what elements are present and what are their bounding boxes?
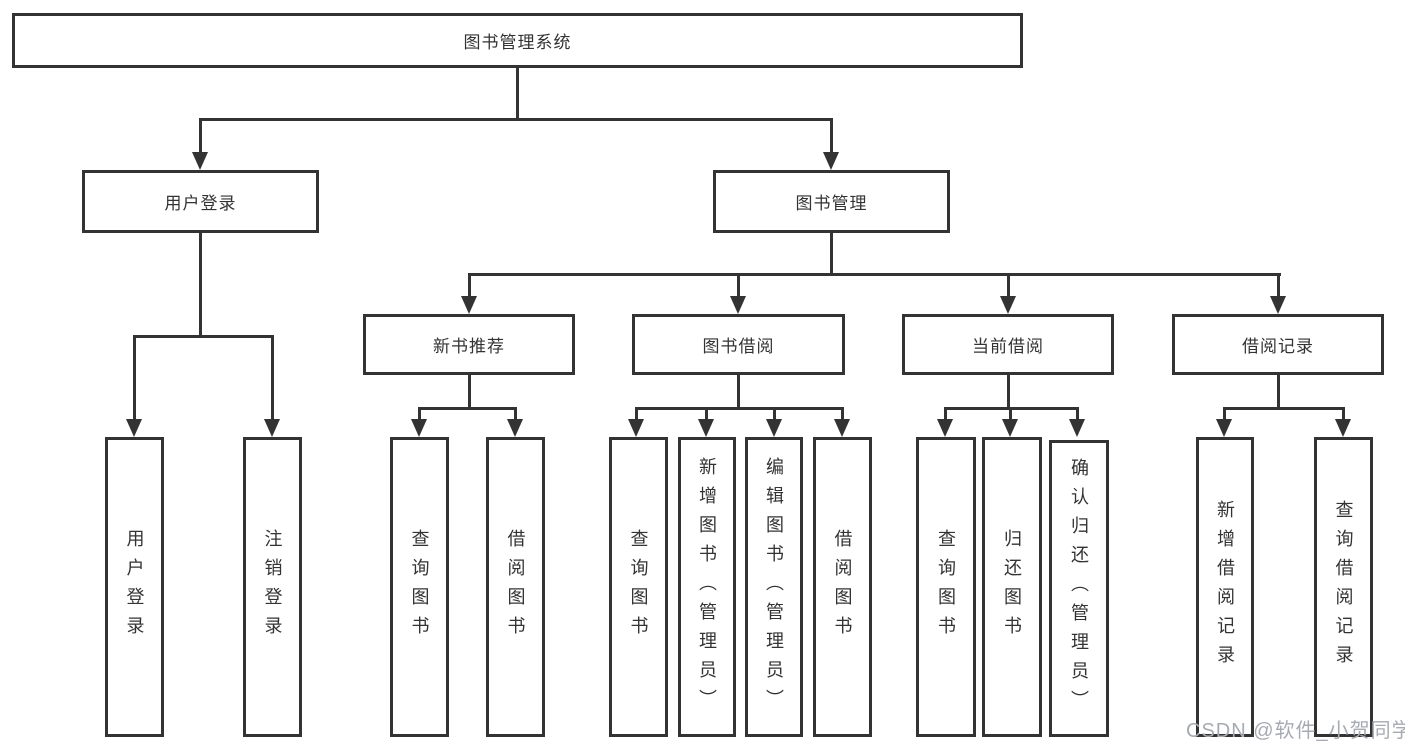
node-bb-add: 新增图书（管理员） — [678, 437, 736, 737]
connector-drop-borrow-records — [1277, 273, 1280, 297]
connector-new-books-stem — [468, 374, 471, 407]
connector-drop-book-borrow — [737, 273, 740, 297]
node-bb-borrow-label: 借阅图书 — [832, 529, 853, 645]
csdn-watermark: CSDN @软件_小贺同学 — [1186, 720, 1405, 742]
arrowhead-current-borrow — [1000, 296, 1016, 314]
connector-book-mgmt-stem — [830, 233, 833, 273]
connector-book-borrow-rail — [635, 407, 844, 410]
connector-drop-cb-query — [944, 407, 947, 421]
connector-user-login-stem — [199, 233, 202, 335]
node-bb-query-label: 查询图书 — [628, 529, 649, 645]
arrowhead-cb-confirm — [1069, 419, 1085, 437]
node-current-borrow-label: 当前借阅 — [972, 337, 1044, 356]
arrowhead-br-add — [1216, 419, 1232, 437]
node-nb-query-label: 查询图书 — [409, 529, 430, 645]
node-br-query: 查询借阅记录 — [1314, 437, 1373, 737]
node-logout-label: 注销登录 — [262, 529, 283, 645]
node-root: 图书管理系统 — [12, 13, 1023, 68]
connector-drop-book-mgmt — [830, 118, 833, 154]
connector-drop-cb-confirm — [1076, 407, 1079, 421]
node-book-borrow-label: 图书借阅 — [702, 337, 775, 356]
node-bb-query: 查询图书 — [609, 437, 668, 737]
connector-book-mgmt-rail — [468, 273, 1281, 276]
node-new-books: 新书推荐 — [363, 314, 575, 375]
node-new-books-label: 新书推荐 — [433, 337, 505, 356]
node-br-add-label: 新增借阅记录 — [1215, 500, 1235, 674]
arrowhead-bb-edit — [766, 419, 782, 437]
node-borrow-records-label: 借阅记录 — [1242, 337, 1314, 356]
connector-drop-bb-borrow — [841, 407, 844, 421]
connector-drop-br-add — [1223, 407, 1226, 421]
node-book-mgmt: 图书管理 — [713, 170, 950, 233]
node-borrow-records: 借阅记录 — [1172, 314, 1384, 375]
node-bb-edit: 编辑图书（管理员） — [745, 437, 803, 737]
connector-drop-nb-query — [418, 407, 421, 421]
connector-root-rail — [199, 118, 833, 121]
arrowhead-nb-borrow — [507, 419, 523, 437]
node-user-login: 用户登录 — [82, 170, 319, 233]
connector-drop-br-query — [1342, 407, 1345, 421]
node-current-borrow: 当前借阅 — [902, 314, 1114, 375]
node-login-user: 用户登录 — [105, 437, 164, 737]
node-book-mgmt-label: 图书管理 — [795, 194, 868, 213]
connector-drop-bb-add — [705, 407, 708, 421]
node-bb-edit-label: 编辑图书（管理员） — [764, 456, 784, 718]
connector-drop-bb-query — [635, 407, 638, 421]
connector-drop-cb-return — [1009, 407, 1012, 421]
arrowhead-nb-query — [411, 419, 427, 437]
arrowhead-new-books — [461, 296, 477, 314]
connector-current-borrow-stem — [1007, 374, 1010, 407]
connector-drop-login-user — [133, 335, 136, 421]
arrowhead-logout — [264, 419, 280, 437]
arrowhead-br-query — [1335, 419, 1351, 437]
node-cb-query-label: 查询图书 — [936, 529, 956, 645]
arrowhead-bb-borrow — [834, 419, 850, 437]
arrowhead-borrow-records — [1270, 296, 1286, 314]
node-cb-confirm: 确认归还（管理员） — [1049, 440, 1109, 737]
connector-book-borrow-stem — [737, 374, 740, 407]
node-root-label: 图书管理系统 — [463, 33, 572, 52]
arrowhead-cb-query — [937, 419, 953, 437]
arrowhead-book-borrow — [730, 296, 746, 314]
arrowhead-book-mgmt — [823, 152, 839, 170]
connector-drop-bb-edit — [773, 407, 776, 421]
arrowhead-bb-add — [698, 419, 714, 437]
node-br-query-label: 查询借阅记录 — [1333, 500, 1354, 674]
node-book-borrow: 图书借阅 — [632, 314, 845, 375]
node-cb-confirm-label: 确认归还（管理员） — [1069, 458, 1089, 719]
connector-drop-logout — [271, 335, 274, 421]
node-user-login-label: 用户登录 — [164, 194, 237, 213]
connector-root-stem — [516, 68, 519, 118]
node-cb-query: 查询图书 — [916, 437, 976, 737]
node-bb-add-label: 新增图书（管理员） — [697, 456, 717, 718]
connector-borrow-records-rail — [1223, 407, 1344, 410]
arrowhead-cb-return — [1002, 419, 1018, 437]
node-nb-borrow: 借阅图书 — [486, 437, 545, 737]
node-login-user-label: 用户登录 — [124, 529, 145, 645]
connector-drop-current-borrow — [1007, 273, 1010, 297]
arrowhead-bb-query — [628, 419, 644, 437]
connector-drop-user-login — [199, 118, 202, 154]
node-cb-return: 归还图书 — [982, 437, 1042, 737]
connector-new-books-rail — [418, 407, 517, 410]
connector-user-login-rail — [133, 335, 274, 338]
connector-borrow-records-stem — [1277, 374, 1280, 407]
node-br-add: 新增借阅记录 — [1196, 437, 1254, 737]
node-nb-borrow-label: 借阅图书 — [505, 529, 526, 645]
connector-drop-nb-borrow — [514, 407, 517, 421]
arrowhead-user-login — [192, 152, 208, 170]
connector-drop-new-books — [468, 273, 471, 297]
node-nb-query: 查询图书 — [390, 437, 449, 737]
node-cb-return-label: 归还图书 — [1002, 529, 1022, 645]
node-logout: 注销登录 — [243, 437, 302, 737]
node-bb-borrow: 借阅图书 — [813, 437, 872, 737]
arrowhead-login-user — [126, 419, 142, 437]
